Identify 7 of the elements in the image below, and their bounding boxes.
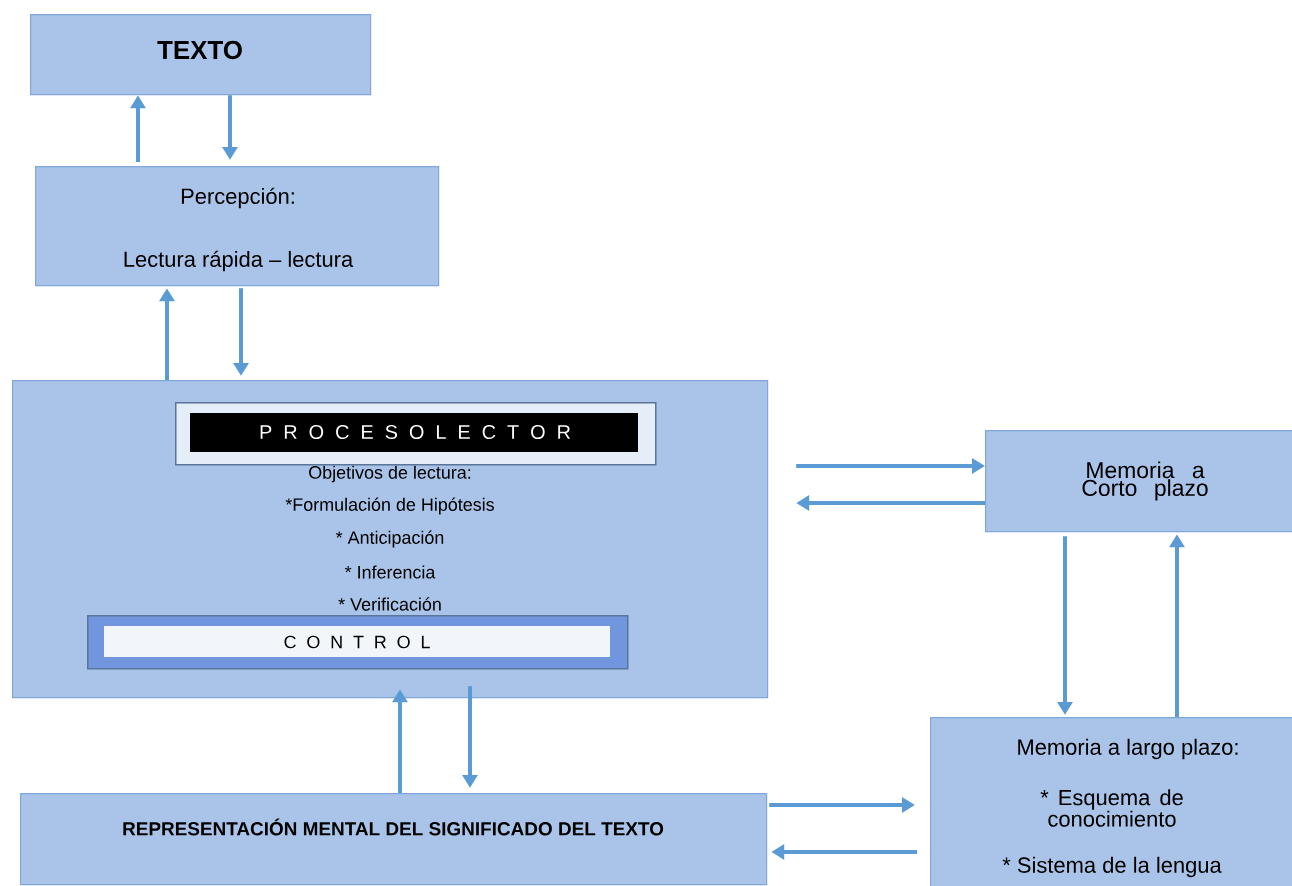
memory-box: Memoria a Corto plazo <box>985 430 1292 533</box>
memory-box: Memoria a largo plazo: * Esquema de conocimiento * Sistema de la lengua <box>930 717 1292 886</box>
process-box: Percepción: Lectura rápida – lectura <box>35 166 440 287</box>
control-bar: C O N T R O L <box>87 615 629 670</box>
title-box: TEXTO <box>30 14 372 96</box>
result-box: REPRESENTACIÓN MENTAL DEL SIGNIFICADO DEL TEXTO <box>20 793 768 886</box>
header-bar: P R O C E S O L E C T O R <box>175 402 657 466</box>
